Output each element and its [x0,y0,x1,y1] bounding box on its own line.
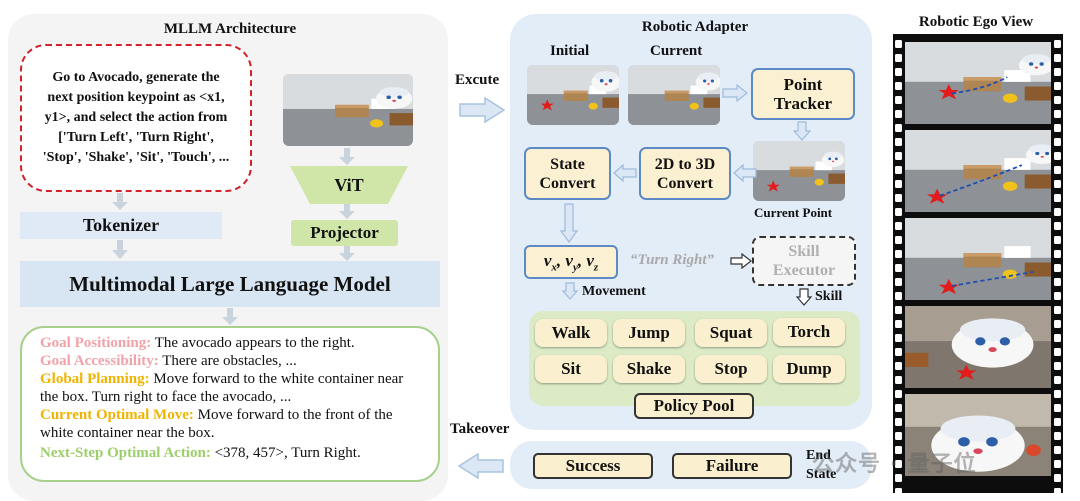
watermark-text: 公众号 · 量子位 [812,452,977,477]
ego-frame-2 [905,130,1051,212]
excute-arrow [459,97,505,123]
takeover-arrow [458,453,504,479]
global-planning-text: Move forward to the white container near… [40,371,404,405]
initial-label: Initial [550,43,590,59]
current-move-line: Current Optimal Move: Move forward to th… [40,406,424,442]
arrow-tracker-to-point-image [793,121,811,141]
goal-accessibility-label: Goal Accessibility: [40,353,159,369]
goal-accessibility-line: Goal Accessibility: There are obstacles,… [40,352,424,370]
current-move-label: Current Optimal Move: [40,407,194,423]
next-action-text: <378, 457>, Turn Right. [210,445,361,461]
prompt-text: Go to Avocado, generate the next positio… [42,70,230,165]
end-state-label-line1: End [806,448,831,463]
turn-right-label: “Turn Right” [630,252,715,268]
policy-squat: Squat [695,319,767,347]
arrow-velocity-to-movement [562,282,578,300]
current-point-image [753,141,845,201]
takeover-label: Takeover [450,421,510,437]
goal-positioning-text: The avocado appears to the right. [151,335,355,351]
state-convert-block: State Convert [524,147,611,200]
arrow-image-to-vit [339,148,355,165]
arrow-skill-executor-to-skill [796,288,812,306]
skill-label: Skill [815,289,843,304]
current-point-label: Current Point [754,205,833,220]
arrow-turn-right-to-skill [730,253,752,269]
arrow-state-to-velocity [560,203,578,243]
policy-walk: Walk [535,319,607,347]
velocity-text: vx, vy, vz [543,250,599,274]
arrow-2d3d-to-state [613,164,637,182]
policy-dump: Dump [773,355,845,383]
point-tracker-block: Point Tracker [751,68,855,120]
arrow-vit-to-projector [339,204,355,219]
current-frame-image [628,65,720,125]
goal-positioning-label: Goal Positioning: [40,335,152,351]
arrow-llm-to-output [222,308,238,325]
policy-sit: Sit [535,355,607,383]
end-state-label-line2: State [806,467,837,482]
failure-state: Failure [672,453,792,479]
policy-shake: Shake [613,355,685,383]
ego-frame-1 [905,42,1051,124]
initial-frame-image [527,65,619,125]
arrow-point-image-to-2d3d [733,164,757,182]
robotic-adapter-title: Robotic Adapter [641,19,749,35]
next-action-label: Next-Step Optimal Action: [40,445,211,461]
ego-view-filmstrip [893,34,1063,496]
llm-block: Multimodal Large Language Model [20,261,440,307]
excute-label: Excute [455,72,500,88]
arrow-projector-to-llm [339,246,355,261]
movement-label: Movement [582,284,646,299]
ego-frame-3 [905,218,1051,300]
vit-label: ViT [334,174,364,195]
2d-to-3d-convert-block: 2D to 3D Convert [639,147,731,200]
success-state: Success [533,453,653,479]
policy-jump: Jump [613,319,685,347]
global-planning-line: Global Planning: Move forward to the whi… [40,370,424,406]
ego-frame-5 [905,394,1051,476]
current-move-text: Move forward to the front of the white c… [40,407,393,441]
ego-view-title: Robotic Ego View [918,14,1034,30]
ego-frame-4 [905,306,1051,388]
arrow-prompt-to-tokenizer [112,193,128,210]
next-action-line: Next-Step Optimal Action: <378, 457>, Tu… [40,444,424,462]
projector-block: Projector [291,220,398,246]
end-state-label: End State [806,446,836,484]
prompt-box: Go to Avocado, generate the next positio… [20,44,252,192]
global-planning-label: Global Planning: [40,371,150,387]
velocity-block: vx, vy, vz [524,245,618,279]
tokenizer-block: Tokenizer [20,212,222,239]
input-observation-image [283,74,413,146]
goal-positioning-line: Goal Positioning: The avocado appears to… [40,334,424,352]
goal-accessibility-text: There are obstacles, ... [158,353,297,369]
policy-torch: Torch [773,318,845,346]
vit-block: ViT [290,166,408,204]
policy-pool-label: Policy Pool [634,393,754,419]
llm-output-box: Goal Positioning: The avocado appears to… [20,326,440,482]
arrow-tokenizer-to-llm [112,240,128,259]
mllm-architecture-title: MLLM Architecture [163,21,297,37]
current-label: Current [650,43,703,59]
arrow-current-to-tracker [722,84,748,102]
policy-stop: Stop [695,355,767,383]
skill-executor-block: Skill Executor [752,236,856,286]
